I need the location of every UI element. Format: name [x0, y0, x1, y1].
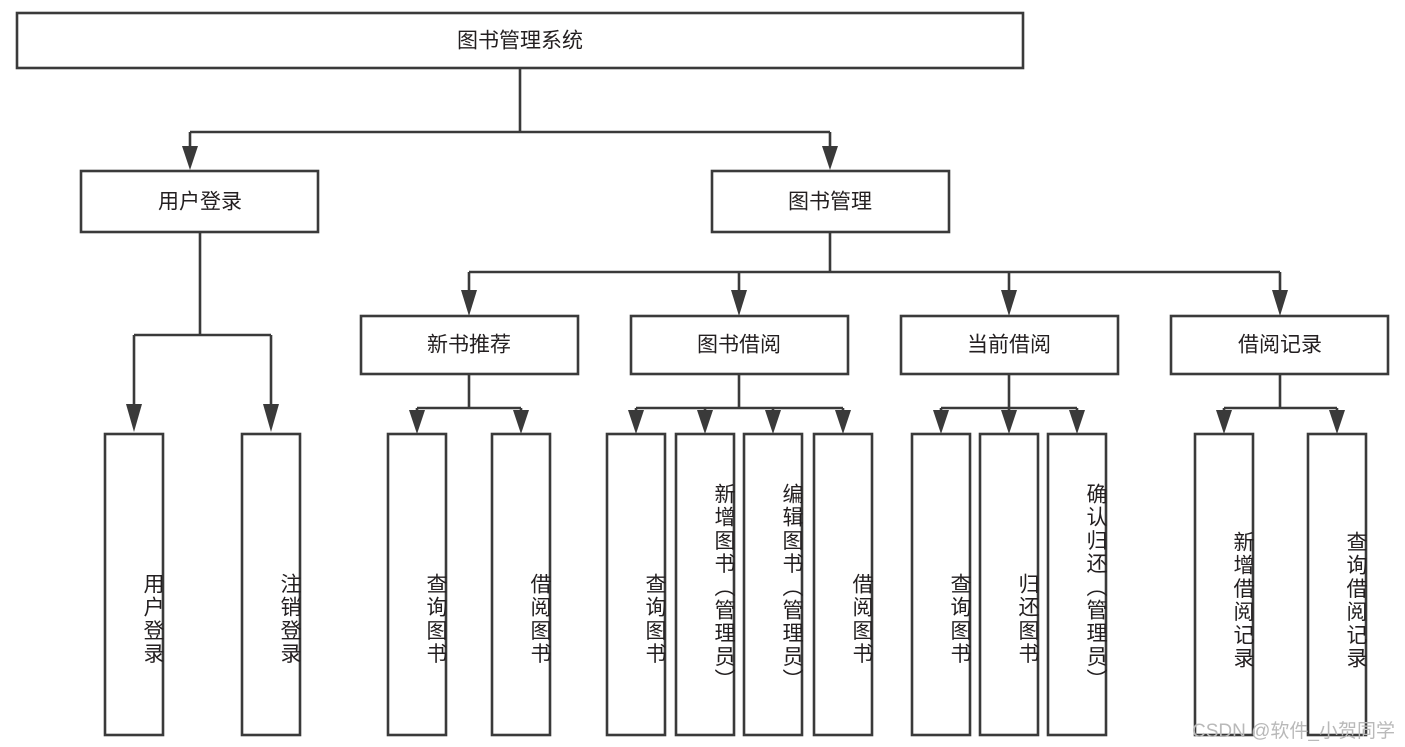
- node-leaf-add-book-box[interactable]: [674, 432, 736, 737]
- node-leaf-return-book-box[interactable]: [978, 432, 1040, 737]
- arrow-head-leaf-confirm-return: [1069, 410, 1085, 434]
- arrow-head-leaf-borrow-book-2: [835, 410, 851, 434]
- arrow-head-leaf-add-book: [697, 410, 713, 434]
- arrow-head-leaf-borrow-book-1: [513, 410, 529, 434]
- node-root-box[interactable]: [15, 11, 1025, 70]
- arrow-head-book-borrow: [731, 290, 747, 316]
- arrow-head-new-book-recommend: [461, 290, 477, 316]
- node-leaf-add-record-box[interactable]: [1193, 432, 1255, 737]
- arrow-head-borrow-record: [1272, 290, 1288, 316]
- node-leaf-borrow-book-2-box[interactable]: [812, 432, 874, 737]
- node-leaf-query-record-box[interactable]: [1306, 432, 1368, 737]
- node-book-borrow[interactable]: 图书借阅: [629, 314, 850, 376]
- csdn-watermark: CSDN @软件_小贺同学: [1192, 721, 1395, 742]
- node-new-book-recommend[interactable]: 新书推荐: [359, 314, 580, 376]
- arrow-head-leaf-add-record: [1216, 410, 1232, 434]
- arrow-head-leaf-query-book-2: [628, 410, 644, 434]
- node-leaf-edit-book-box[interactable]: [742, 432, 804, 737]
- node-leaf-query-book-3-box[interactable]: [910, 432, 972, 737]
- arrow-head-current-borrow: [1001, 290, 1017, 316]
- node-leaf-confirm-return-box[interactable]: [1046, 432, 1108, 737]
- node-book-management-label: 图书管理: [788, 191, 872, 214]
- node-borrow-record-label: 借阅记录: [1238, 334, 1322, 357]
- arrow-head-leaf-user-logout: [263, 404, 279, 432]
- node-root[interactable]: 图书管理系统: [15, 11, 1025, 70]
- arrow-head-leaf-query-book-3: [933, 410, 949, 434]
- node-current-borrow-box[interactable]: [899, 314, 1120, 376]
- node-leaf-borrow-book-1-box[interactable]: [490, 432, 552, 737]
- arrow-head-leaf-user-login: [126, 404, 142, 432]
- node-user-login[interactable]: 用户登录: [79, 169, 320, 234]
- arrow-head-leaf-query-record: [1329, 410, 1345, 434]
- node-book-borrow-box[interactable]: [629, 314, 850, 376]
- node-book-management-box[interactable]: [710, 169, 951, 234]
- node-book-borrow-label: 图书借阅: [697, 334, 781, 357]
- node-new-book-recommend-box[interactable]: [359, 314, 580, 376]
- arrow-head-leaf-return-book: [1001, 410, 1017, 434]
- node-leaf-user-logout-box[interactable]: [240, 432, 302, 737]
- node-borrow-record-box[interactable]: [1169, 314, 1390, 376]
- arrow-head-book-management: [822, 146, 838, 170]
- node-user-login-box[interactable]: [79, 169, 320, 234]
- node-leaf-query-book-1-box[interactable]: [386, 432, 448, 737]
- node-current-borrow[interactable]: 当前借阅: [899, 314, 1120, 376]
- node-new-book-recommend-label: 新书推荐: [427, 334, 511, 357]
- node-user-login-label: 用户登录: [158, 191, 242, 214]
- arrow-head-leaf-edit-book: [765, 410, 781, 434]
- node-borrow-record[interactable]: 借阅记录: [1169, 314, 1390, 376]
- arrow-head-leaf-query-book-1: [409, 410, 425, 434]
- node-leaf-user-login-box[interactable]: [103, 432, 165, 737]
- node-book-management[interactable]: 图书管理: [710, 169, 951, 234]
- arrow-head-user-login: [182, 146, 198, 170]
- node-current-borrow-label: 当前借阅: [967, 334, 1051, 357]
- node-leaf-query-book-2-box[interactable]: [605, 432, 667, 737]
- node-root-label: 图书管理系统: [457, 30, 583, 53]
